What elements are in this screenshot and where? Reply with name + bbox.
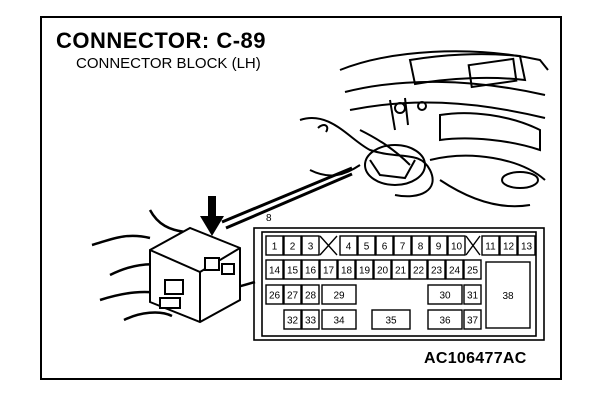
- pin-number: 31: [467, 291, 479, 302]
- pin-cell: [517, 235, 536, 256]
- pin-cell: [301, 284, 320, 305]
- pin-number: 19: [359, 266, 371, 277]
- pin-cell: [373, 259, 392, 280]
- pin-cell: [321, 284, 357, 305]
- pin-number: 22: [413, 266, 425, 277]
- pin-cell: [427, 309, 463, 330]
- pin-number: 18: [341, 266, 353, 277]
- diagram-title: CONNECTOR: C-89: [56, 28, 267, 53]
- pin-number: 25: [467, 266, 479, 277]
- pin-number: 16: [305, 266, 317, 277]
- pin-cell: [499, 235, 518, 256]
- pin-number: 34: [333, 316, 345, 327]
- pin-cell: [301, 309, 320, 330]
- pin-cell: [393, 235, 412, 256]
- pin-cell: [463, 259, 482, 280]
- pin-cell: [337, 259, 356, 280]
- pin-number: 6: [382, 242, 388, 253]
- pin-cell: [481, 235, 500, 256]
- pin-cell: [283, 259, 302, 280]
- pin-number: 30: [439, 291, 451, 302]
- pin-cell: [283, 235, 302, 256]
- pin-number: 33: [305, 316, 317, 327]
- pin-number: 27: [287, 291, 299, 302]
- pin-number: 35: [385, 316, 397, 327]
- pin-cell: [355, 259, 374, 280]
- pin-cell: [357, 235, 376, 256]
- pin-number: 29: [333, 291, 345, 302]
- pin-cell: [265, 235, 284, 256]
- pin-number: 3: [308, 242, 314, 253]
- pin-number: 28: [305, 291, 317, 302]
- pin-number: 36: [439, 316, 451, 327]
- pin-cell: [447, 235, 466, 256]
- pin-number: 10: [451, 242, 463, 253]
- pin-number: 12: [503, 242, 515, 253]
- pin-cell: [445, 259, 464, 280]
- dashboard-sketch: [299, 50, 549, 208]
- pin-number: 20: [377, 266, 389, 277]
- connector-body: [149, 226, 241, 324]
- pin-number: 37: [467, 316, 479, 327]
- pin-cell: [427, 259, 446, 280]
- pin-cell: [371, 309, 411, 330]
- blank-pin-cross: [465, 235, 481, 256]
- pin-number: 32: [287, 316, 299, 327]
- pin-cell: [319, 259, 338, 280]
- pin-number: 24: [449, 266, 461, 277]
- pin-cell: [463, 309, 482, 330]
- pin-number: 1: [272, 242, 278, 253]
- pin-cell: [375, 235, 394, 256]
- pin-cell: [339, 235, 358, 256]
- pin-cell: [485, 261, 531, 329]
- pin-cell: [283, 309, 302, 330]
- pin-cell: [265, 284, 284, 305]
- pin-number: 17: [323, 266, 335, 277]
- pin-number: 11: [485, 242, 496, 253]
- down-arrow-icon: [200, 196, 224, 236]
- pin-number: 2: [290, 242, 296, 253]
- pin-cell: [463, 284, 482, 305]
- pin-number: 13: [521, 242, 533, 253]
- pin-cell: [411, 235, 430, 256]
- pin-number: 38: [502, 291, 514, 302]
- pin-cell: [429, 235, 448, 256]
- pin-cell: [301, 259, 320, 280]
- figure-id: AC106477AC: [424, 350, 527, 367]
- pin-cell: [321, 309, 357, 330]
- pin-number: 14: [269, 266, 281, 277]
- marker-label: 8: [266, 213, 272, 224]
- pointer-line: [221, 166, 353, 230]
- pin-number: 21: [395, 266, 407, 277]
- pin-face: [253, 227, 545, 341]
- pin-number: 23: [431, 266, 443, 277]
- pin-cell: [409, 259, 428, 280]
- pin-cell: [391, 259, 410, 280]
- pin-cell: [265, 259, 284, 280]
- pin-cell: [427, 284, 463, 305]
- pin-number: 7: [400, 242, 406, 253]
- pin-number: 5: [364, 242, 370, 253]
- pin-number: 26: [269, 291, 281, 302]
- blank-pin-cross: [319, 235, 338, 256]
- pin-cell: [283, 284, 302, 305]
- pin-cell: [301, 235, 320, 256]
- pin-number: 8: [418, 242, 424, 253]
- pin-number: 4: [346, 242, 352, 253]
- pin-number: 15: [287, 266, 299, 277]
- pin-number: 9: [436, 242, 442, 253]
- diagram-subtitle: CONNECTOR BLOCK (LH): [76, 55, 261, 72]
